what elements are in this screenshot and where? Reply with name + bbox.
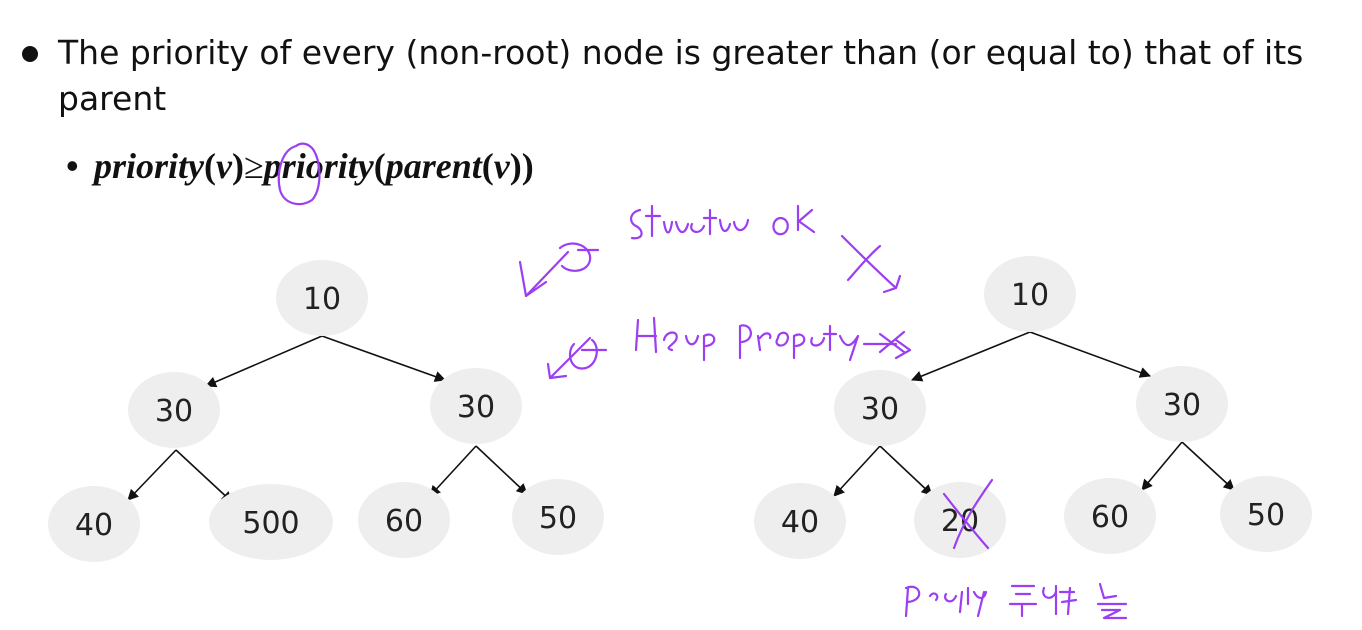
left-edge-root-left (204, 335, 323, 388)
left-edge-30-500 (175, 449, 233, 503)
formula-parent: parent (385, 146, 482, 186)
right-node-60: 60 (1064, 478, 1156, 554)
right-node-50: 50 (1220, 476, 1312, 552)
right-edge-30-20 (879, 445, 933, 496)
formula-v-1: v (216, 146, 232, 186)
svg-text:40: 40 (781, 505, 819, 540)
right-tree-edges (833, 331, 1235, 497)
handwritten-annotations (277, 142, 1128, 620)
left-edge-30-60 (429, 445, 477, 497)
formula-priority-1: priority (94, 146, 205, 186)
right-node-20: 20 (914, 482, 1006, 558)
left-node-60: 60 (358, 482, 450, 558)
right-node-30-b: 30 (1136, 366, 1228, 442)
right-node-root: 10 (984, 256, 1076, 332)
formula-paren-1: ( (204, 146, 217, 186)
korean-note-scribble (904, 582, 1128, 620)
heap-left-arrow (546, 336, 608, 380)
left-check-arrow (518, 242, 600, 298)
formula-paren-5: )) (509, 146, 534, 186)
geq-circle-annotation (277, 142, 321, 206)
left-node-root: 10 (276, 260, 368, 336)
bullet-text: The priority of every (non-root) node is… (58, 33, 1304, 118)
heap-property-scribble (634, 316, 912, 362)
priority-formula: priority(v)≥priority(parent(v)) (94, 142, 534, 190)
svg-text:30: 30 (1163, 388, 1201, 423)
left-node-40: 40 (48, 486, 140, 562)
bullet-dot (22, 46, 38, 62)
left-edge-root-right (321, 335, 447, 382)
left-edge-30-50 (475, 445, 528, 495)
left-node-30-a: 30 (128, 372, 220, 448)
left-node-50: 50 (512, 479, 604, 555)
svg-text:50: 50 (1247, 498, 1285, 533)
right-x-arrow (840, 234, 902, 294)
right-edge-30-60 (1141, 441, 1183, 491)
svg-text:30: 30 (457, 390, 495, 425)
sub-bullet-dot: • (66, 145, 79, 186)
svg-text:500: 500 (242, 506, 299, 541)
svg-text:40: 40 (75, 508, 113, 543)
formula-paren-4: ( (481, 146, 494, 186)
left-node-30-b: 30 (430, 368, 522, 444)
left-tree-nodes: 10 30 30 40 500 60 50 (48, 260, 604, 562)
svg-text:10: 10 (1011, 278, 1049, 313)
right-tree-nodes: 10 30 30 40 20 60 50 (754, 256, 1312, 559)
left-edge-30-40 (127, 449, 177, 501)
right-edge-root-left (910, 331, 1031, 382)
svg-text:60: 60 (385, 504, 423, 539)
right-edge-30-50 (1181, 441, 1235, 491)
structure-ok-scribble (630, 204, 816, 240)
right-edge-30-40 (833, 445, 881, 497)
right-node-40: 40 (754, 483, 846, 559)
svg-text:60: 60 (1091, 500, 1129, 535)
svg-text:50: 50 (539, 501, 577, 536)
formula-geq: ≥ (244, 146, 264, 186)
left-tree-edges (127, 335, 528, 503)
formula-v-2: v (493, 146, 510, 186)
right-edge-root-right (1029, 331, 1152, 378)
svg-text:30: 30 (861, 392, 899, 427)
formula-paren-3: ( (373, 146, 386, 186)
formula-paren-2: ) (232, 146, 244, 186)
left-node-500: 500 (209, 484, 333, 560)
svg-text:10: 10 (303, 282, 341, 317)
cross-out-20 (942, 478, 994, 550)
svg-text:30: 30 (155, 394, 193, 429)
right-node-30-a: 30 (834, 370, 926, 446)
